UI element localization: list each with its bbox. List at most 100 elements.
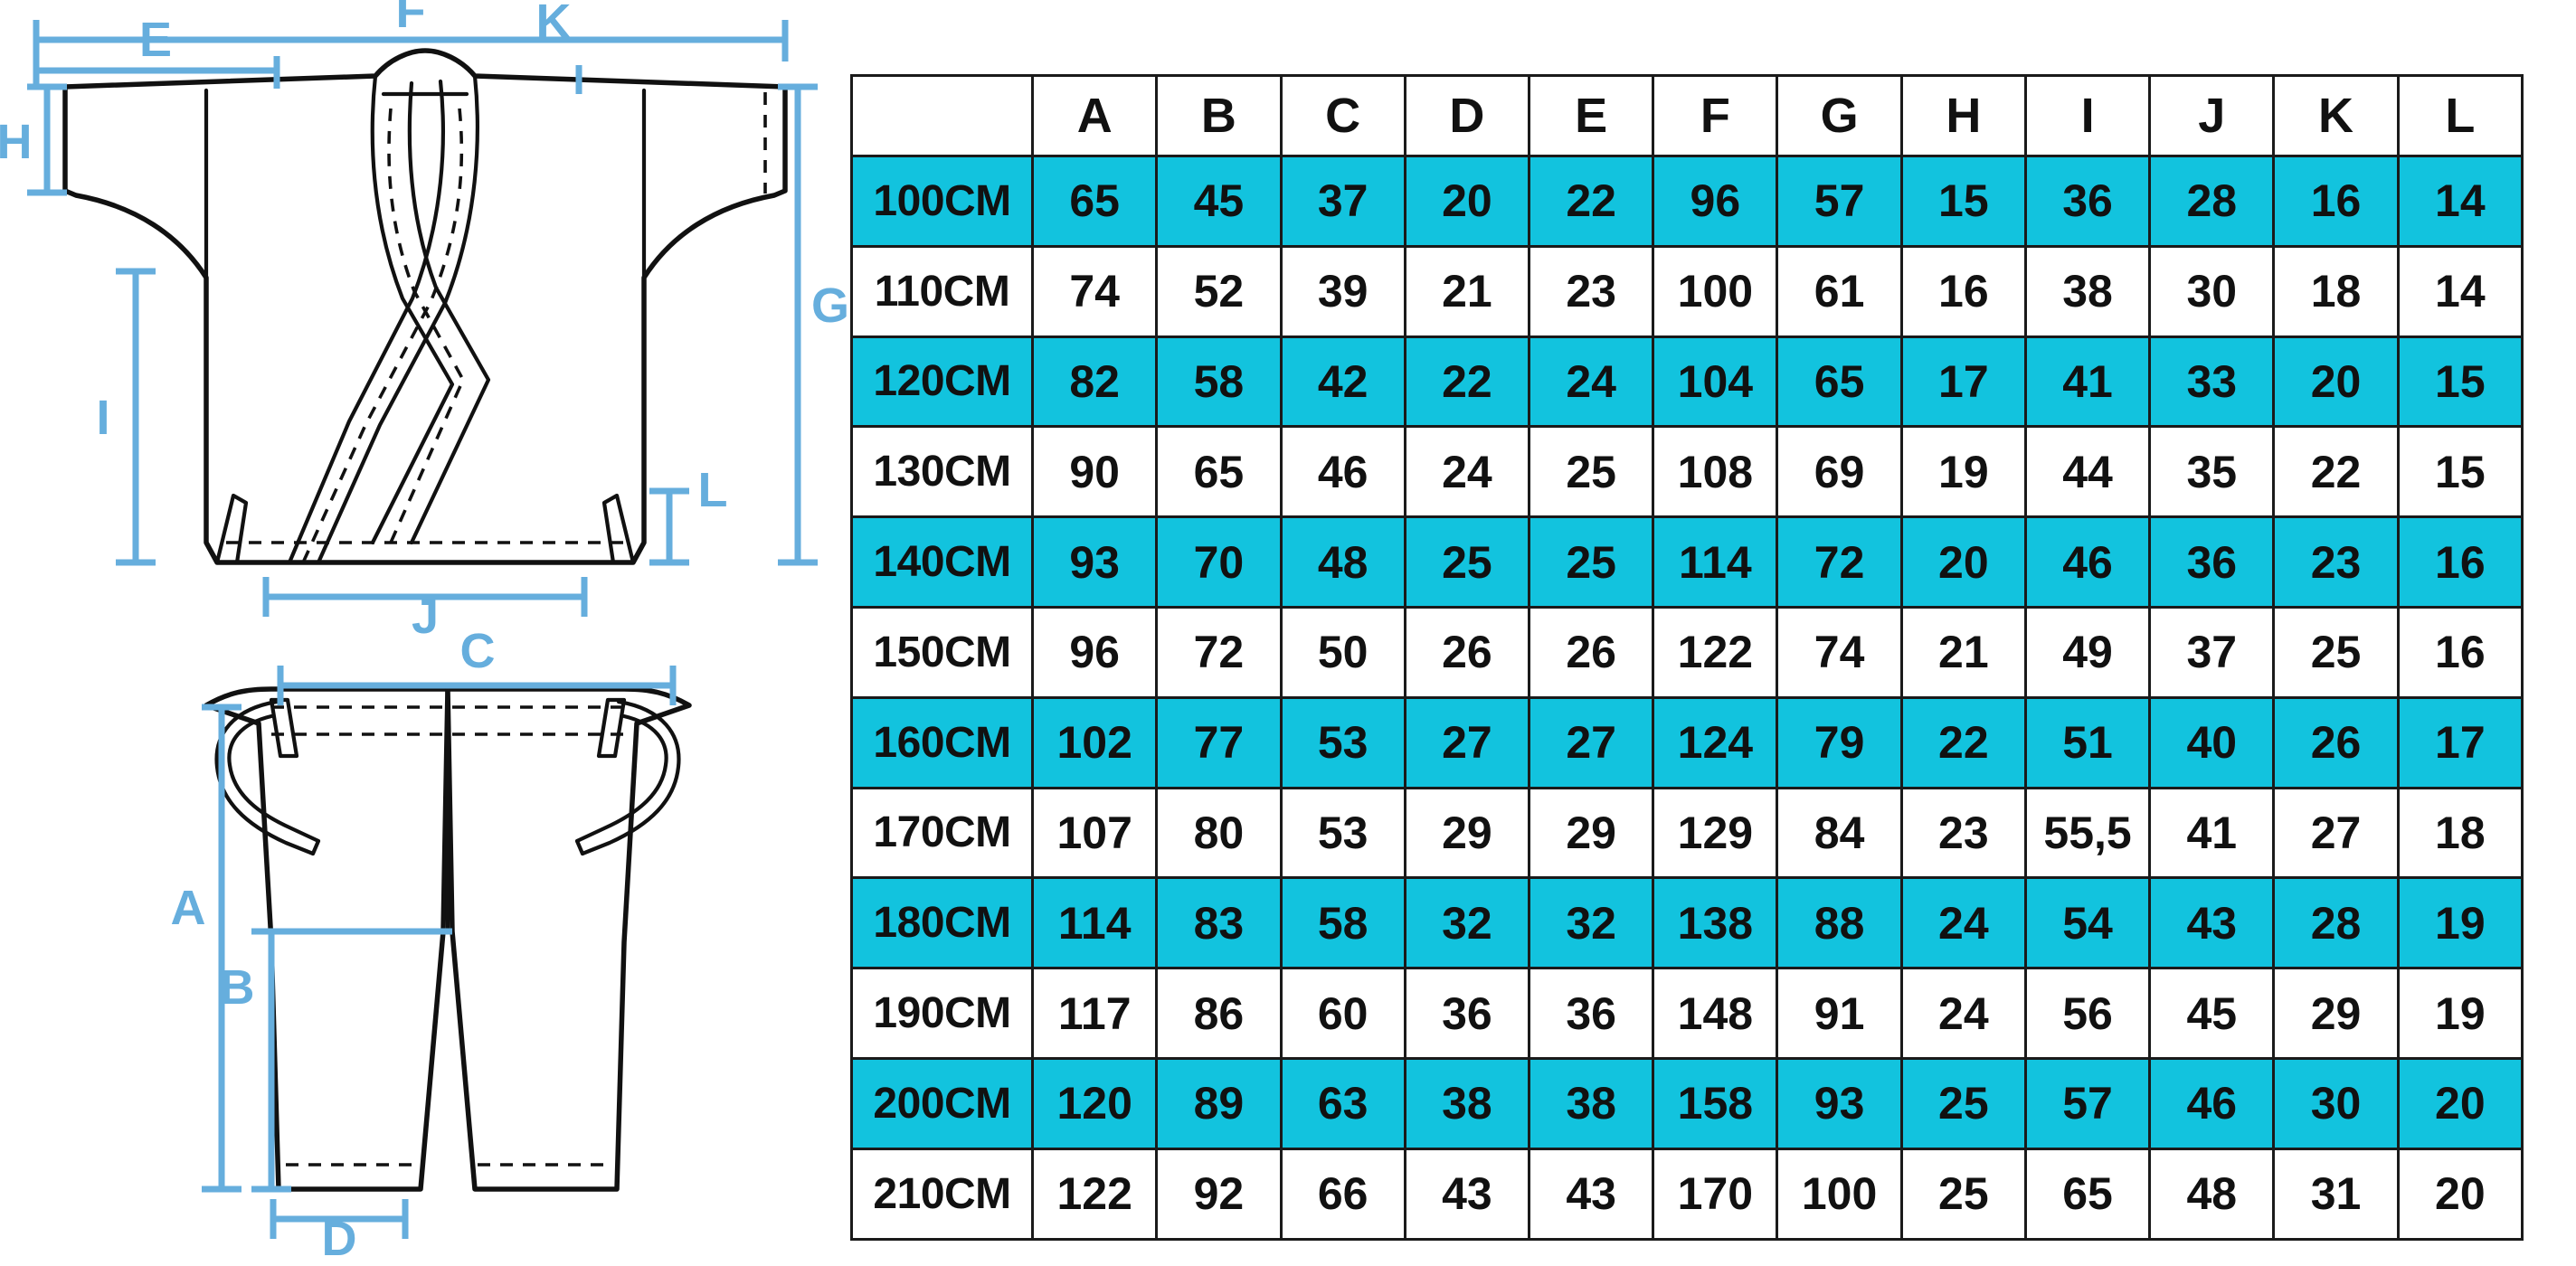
cell-110cm-g: 61 (1776, 244, 1903, 338)
cell-100cm-j: 28 (2148, 155, 2276, 248)
cell-170cm-k: 27 (2272, 786, 2400, 880)
row-header-size: 210CM (849, 1147, 1035, 1241)
cell-200cm-d: 38 (1403, 1056, 1531, 1150)
row-header-size: 130CM (849, 425, 1035, 519)
dim-label-G: G (811, 279, 849, 333)
cell-210cm-i: 65 (2023, 1147, 2152, 1241)
dim-label-F: F (396, 0, 426, 38)
cell-150cm-j: 37 (2148, 605, 2276, 699)
cell-150cm-b: 72 (1155, 605, 1283, 699)
cell-140cm-j: 36 (2148, 515, 2276, 609)
cell-190cm-f: 148 (1652, 967, 1779, 1060)
row-header-size: 100CM (849, 155, 1035, 248)
row-header-size: 160CM (849, 695, 1035, 789)
cell-120cm-f: 104 (1652, 335, 1779, 429)
cell-100cm-b: 45 (1155, 155, 1283, 248)
cell-190cm-d: 36 (1403, 967, 1531, 1060)
cell-100cm-a: 65 (1031, 155, 1159, 248)
cell-150cm-h: 21 (1899, 605, 2027, 699)
cell-100cm-g: 57 (1776, 155, 1903, 248)
row-header-size: 120CM (849, 335, 1035, 429)
cell-200cm-h: 25 (1899, 1056, 2027, 1150)
cell-160cm-g: 79 (1776, 695, 1903, 789)
cell-120cm-c: 42 (1279, 335, 1406, 429)
cell-180cm-j: 43 (2148, 876, 2276, 970)
cell-140cm-d: 25 (1403, 515, 1531, 609)
row-header-size: 110CM (849, 244, 1035, 338)
pants-drawing (204, 686, 692, 1192)
cell-120cm-j: 33 (2148, 335, 2276, 429)
row-header-size: 200CM (849, 1056, 1035, 1150)
dim-label-D: D (322, 1212, 357, 1266)
column-header-i: I (2023, 74, 2152, 157)
cell-210cm-k: 31 (2272, 1147, 2400, 1241)
cell-150cm-a: 96 (1031, 605, 1159, 699)
cell-160cm-k: 26 (2272, 695, 2400, 789)
cell-110cm-a: 74 (1031, 244, 1159, 338)
dim-label-L: L (698, 463, 728, 517)
cell-210cm-e: 43 (1528, 1147, 1655, 1241)
cell-180cm-i: 54 (2023, 876, 2152, 970)
garment-diagram-svg: F E K H G I L J (0, 0, 849, 1266)
dim-label-H: H (0, 115, 33, 169)
row-header-size: 140CM (849, 515, 1035, 609)
garment-diagram-panel: F E K H G I L J (0, 0, 850, 1266)
cell-160cm-j: 40 (2148, 695, 2276, 789)
cell-140cm-h: 20 (1899, 515, 2027, 609)
cell-170cm-a: 107 (1031, 786, 1159, 880)
row-header-size: 180CM (849, 876, 1035, 970)
cell-200cm-a: 120 (1031, 1056, 1159, 1150)
cell-140cm-f: 114 (1652, 515, 1779, 609)
cell-150cm-d: 26 (1403, 605, 1531, 699)
cell-140cm-a: 93 (1031, 515, 1159, 609)
cell-140cm-g: 72 (1776, 515, 1903, 609)
cell-180cm-k: 28 (2272, 876, 2400, 970)
cell-110cm-b: 52 (1155, 244, 1283, 338)
cell-210cm-f: 170 (1652, 1147, 1779, 1241)
cell-110cm-k: 18 (2272, 244, 2400, 338)
cell-130cm-h: 19 (1899, 425, 2027, 519)
cell-110cm-h: 16 (1899, 244, 2027, 338)
column-header-l: L (2396, 74, 2524, 157)
cell-180cm-f: 138 (1652, 876, 1779, 970)
cell-170cm-j: 41 (2148, 786, 2276, 880)
cell-130cm-d: 24 (1403, 425, 1531, 519)
cell-200cm-e: 38 (1528, 1056, 1655, 1150)
cell-110cm-l: 14 (2396, 244, 2524, 338)
cell-190cm-c: 60 (1279, 967, 1406, 1060)
cell-120cm-h: 17 (1899, 335, 2027, 429)
cell-180cm-a: 114 (1031, 876, 1159, 970)
cell-180cm-g: 88 (1776, 876, 1903, 970)
jacket-drawing (62, 48, 788, 565)
cell-170cm-l: 18 (2396, 786, 2524, 880)
cell-160cm-l: 17 (2396, 695, 2524, 789)
cell-160cm-i: 51 (2023, 695, 2152, 789)
column-header-g: G (1776, 74, 1903, 157)
cell-160cm-e: 27 (1528, 695, 1655, 789)
cell-100cm-k: 16 (2272, 155, 2400, 248)
cell-190cm-e: 36 (1528, 967, 1655, 1060)
cell-170cm-i: 55,5 (2023, 786, 2152, 880)
cell-190cm-g: 91 (1776, 967, 1903, 1060)
cell-130cm-f: 108 (1652, 425, 1779, 519)
cell-100cm-f: 96 (1652, 155, 1779, 248)
cell-200cm-b: 89 (1155, 1056, 1283, 1150)
cell-180cm-e: 32 (1528, 876, 1655, 970)
cell-110cm-j: 30 (2148, 244, 2276, 338)
cell-130cm-b: 65 (1155, 425, 1283, 519)
cell-120cm-k: 20 (2272, 335, 2400, 429)
cell-140cm-c: 48 (1279, 515, 1406, 609)
cell-100cm-i: 36 (2023, 155, 2152, 248)
cell-160cm-h: 22 (1899, 695, 2027, 789)
cell-150cm-i: 49 (2023, 605, 2152, 699)
cell-140cm-i: 46 (2023, 515, 2152, 609)
